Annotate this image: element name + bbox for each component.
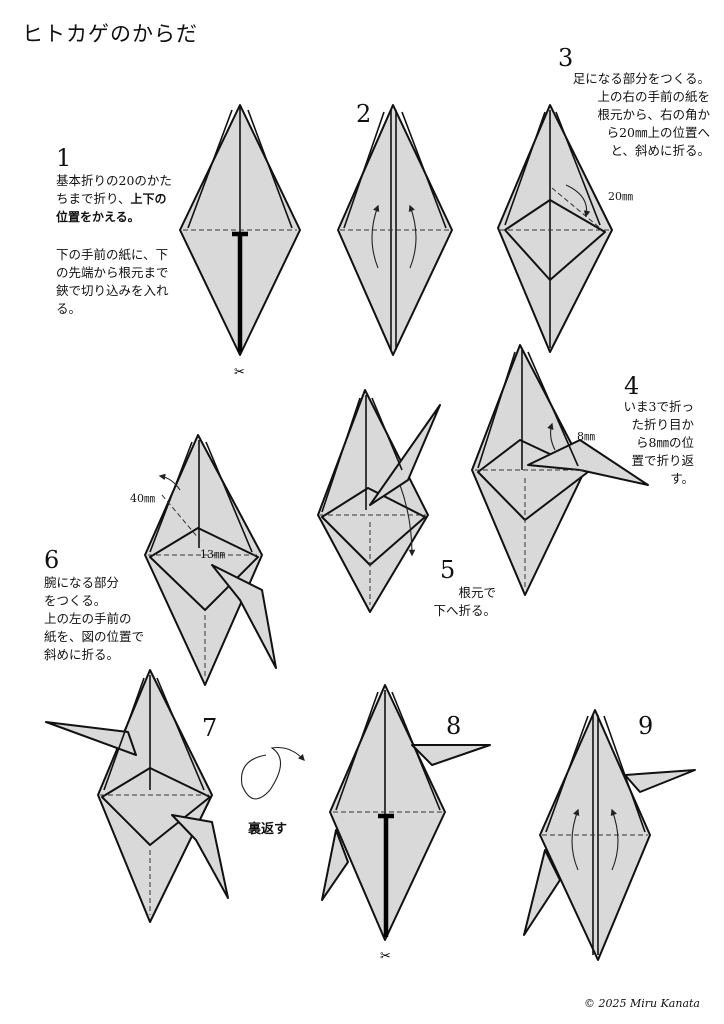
fold-arrow-icon xyxy=(399,484,416,557)
flip-over-label: 裏返す xyxy=(248,822,288,837)
step-6-figure xyxy=(144,434,277,686)
step-1-text-b: 下の手前の紙に、下 の先端から根元まで 鋏で切り込みを入れ る。 xyxy=(56,247,169,316)
step-8-figure: ✂ xyxy=(321,684,491,964)
step-9-number: 9 xyxy=(638,712,654,740)
step-4-instructions: いま3で折っ た折り目か ら8㎜の位 置で折り返 す。 xyxy=(623,399,694,486)
step-3-instructions: 足になる部分をつくる。 上の右の手前の紙を 根元から、右の角か ら20㎜上の位置… xyxy=(572,71,710,158)
fold-arrow-icon xyxy=(371,204,380,269)
step-1-text-a: 基本折りの20のかた ちまで折り、 xyxy=(56,173,172,206)
step-6-instructions: 腕になる部分 をつくる。 上の左の手前の 紙を、図の位置で 斜めに折る。 xyxy=(44,575,145,662)
step-1-text-bold: 上下の 位置をかえる。 xyxy=(56,192,167,224)
step-8-number: 8 xyxy=(446,712,462,740)
fold-arrow-icon xyxy=(158,473,181,491)
flip-over-arrow-icon xyxy=(240,746,305,800)
step-4-number: 4 xyxy=(624,372,640,400)
copyright: © 2025 Miru Kanata xyxy=(583,997,700,1010)
step-1-instructions: 基本折りの20のかた ちまで折り、上下の 位置をかえる。 xyxy=(56,172,196,226)
step-3-number: 3 xyxy=(558,44,574,72)
step-9-figure xyxy=(523,709,696,961)
step-5-number: 5 xyxy=(440,556,456,584)
step-1-figure: ✂ xyxy=(179,104,301,380)
fold-arrow-icon xyxy=(571,808,580,871)
step-5-instructions: 根元で 下へ折る。 xyxy=(433,585,496,618)
step-6-measurement-b: 13㎜ xyxy=(200,548,225,561)
step-5-figure xyxy=(317,389,441,613)
step-6-number: 6 xyxy=(44,546,60,574)
scissors-icon: ✂ xyxy=(234,365,245,380)
step-6-measurement-a: 40㎜ xyxy=(130,492,155,505)
fold-arrow-icon xyxy=(547,422,556,451)
step-3-measurement: 20㎜ xyxy=(608,190,633,203)
scissors-icon: ✂ xyxy=(380,949,391,964)
step-1-number: 1 xyxy=(56,144,72,172)
step-2-figure xyxy=(337,104,453,356)
fold-arrow-icon xyxy=(610,808,619,871)
fold-arrow-icon xyxy=(565,184,591,218)
fold-arrow-icon xyxy=(408,204,417,269)
page-title: ヒトカゲのからだ xyxy=(22,22,198,46)
step-4-figure xyxy=(471,344,649,596)
step-7-figure xyxy=(45,669,229,923)
step-7-number: 7 xyxy=(202,714,218,742)
step-2-number: 2 xyxy=(356,100,372,128)
step-4-measurement: 8㎜ xyxy=(577,430,595,443)
step-3-figure xyxy=(497,104,613,353)
